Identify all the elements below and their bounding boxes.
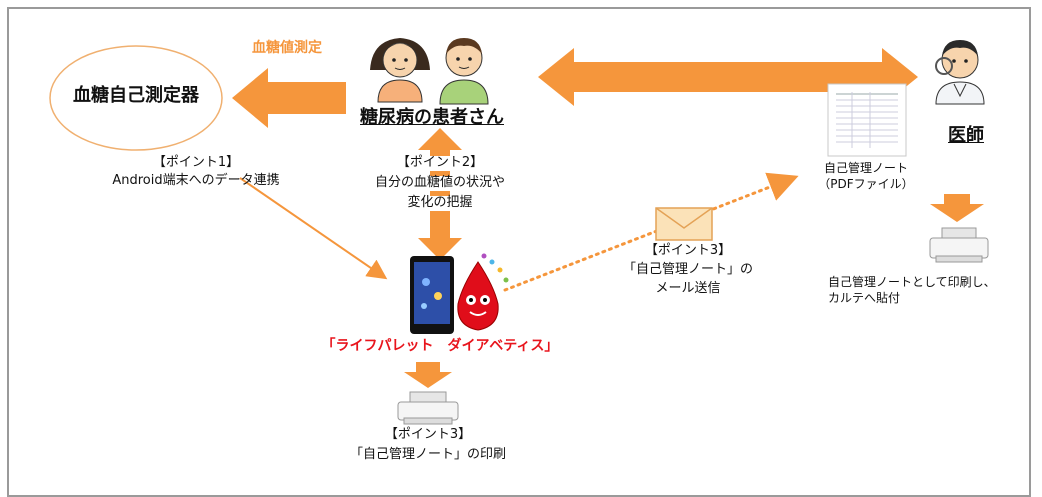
app-name: 「ライフパレット ダイアベティス」 — [321, 338, 559, 354]
point3-mail-line2: メール送信 — [655, 281, 721, 296]
pdf-document-icon — [827, 83, 907, 157]
point3-print-title: 【ポイント3】 — [384, 427, 472, 442]
doctor-label: 医師 — [948, 125, 984, 146]
point3-mail-line1: 「自己管理ノート」の — [622, 262, 754, 277]
pdf-line1: 自己管理ノート — [823, 161, 909, 175]
doctor-print-line1: 自己管理ノートとして印刷し、 — [828, 275, 996, 289]
point3-mail-title: 【ポイント3】 — [644, 243, 732, 258]
measure-label: 血糖値測定 — [252, 40, 322, 56]
pdf-line2: （PDFファイル） — [818, 177, 914, 191]
patient-doctor-arrow — [538, 48, 918, 106]
data-link-arrow — [239, 177, 388, 280]
blood-drop-mascot-icon — [457, 253, 509, 331]
patient-man-icon — [439, 38, 489, 105]
patient-phone-arrow — [418, 128, 462, 260]
point2-line1: 自分の血糖値の状況や — [374, 175, 506, 191]
print-arrow — [404, 362, 452, 388]
patient-woman-icon — [370, 38, 430, 103]
patient-label: 糖尿病の患者さん — [360, 107, 504, 128]
smartphone-icon — [410, 256, 454, 334]
point1-desc: Android端末へのデータ連携 — [112, 173, 280, 188]
point1-title: 【ポイント1】 — [152, 155, 240, 170]
printer-icon — [397, 391, 459, 425]
measure-arrow — [232, 68, 346, 128]
point3-print-desc: 「自己管理ノート」の印刷 — [349, 447, 507, 462]
point2-title: 【ポイント2】 — [396, 155, 484, 171]
point2-line2: 変化の把握 — [407, 195, 473, 211]
doctor-print-line2: カルテへ貼付 — [828, 291, 901, 305]
meter-label: 血糖自己測定器 — [73, 85, 199, 106]
envelope-icon — [655, 207, 713, 241]
doctor-print-arrow — [930, 194, 984, 222]
doctor-printer-icon — [929, 227, 989, 263]
doctor-icon — [935, 40, 985, 105]
meter-oval — [49, 45, 223, 151]
mail-send-arrow — [503, 172, 799, 292]
diagram-graphics — [49, 38, 989, 425]
